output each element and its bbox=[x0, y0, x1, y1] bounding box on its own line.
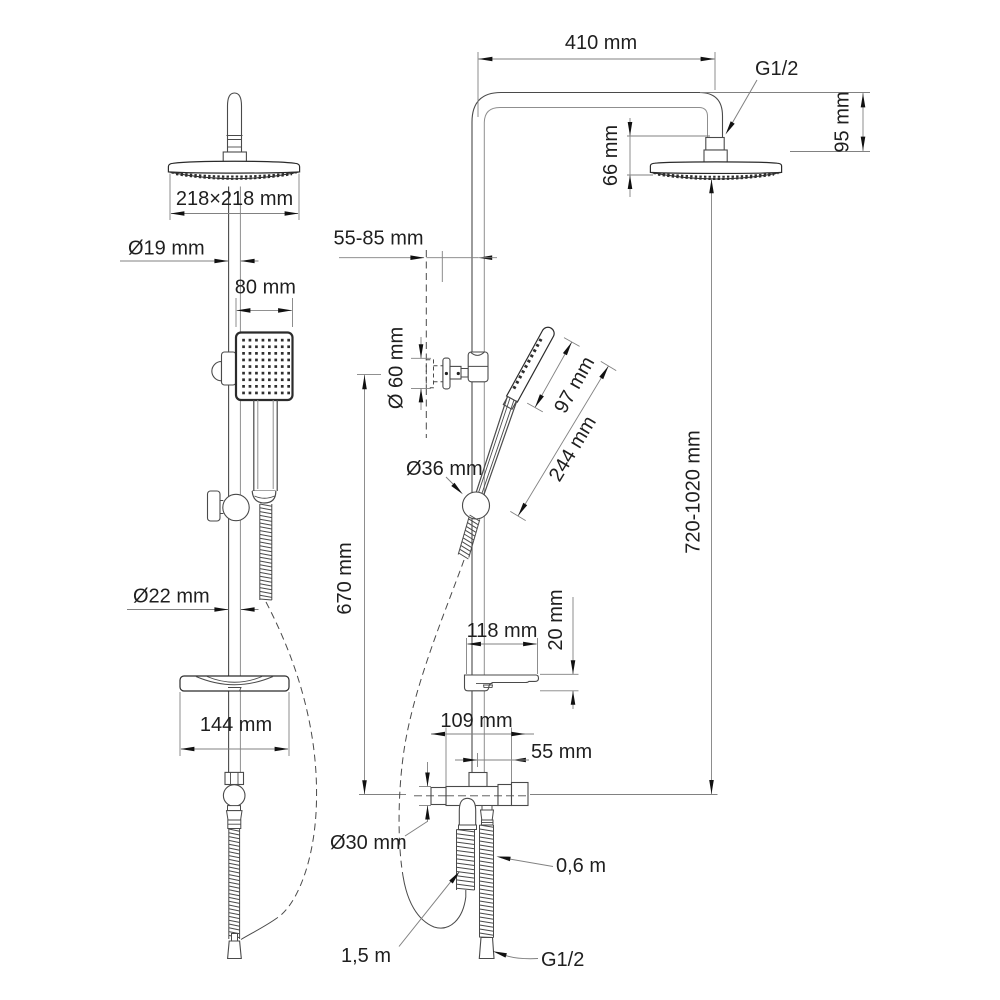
svg-text:670 mm: 670 mm bbox=[334, 542, 356, 614]
svg-text:80 mm: 80 mm bbox=[235, 277, 296, 299]
svg-text:109 mm: 109 mm bbox=[440, 710, 512, 732]
svg-text:Ø 60 mm: Ø 60 mm bbox=[386, 327, 408, 409]
svg-text:720-1020 mm: 720-1020 mm bbox=[683, 430, 705, 553]
svg-text:55-85 mm: 55-85 mm bbox=[333, 228, 423, 250]
svg-text:410 mm: 410 mm bbox=[565, 32, 637, 54]
svg-text:95 mm: 95 mm bbox=[832, 91, 854, 152]
svg-text:Ø36 mm: Ø36 mm bbox=[406, 458, 483, 480]
svg-text:G1/2: G1/2 bbox=[541, 949, 584, 971]
svg-text:55 mm: 55 mm bbox=[531, 741, 592, 763]
svg-text:66 mm: 66 mm bbox=[600, 125, 622, 186]
svg-text:Ø30 mm: Ø30 mm bbox=[330, 832, 407, 854]
svg-text:0,6 m: 0,6 m bbox=[556, 855, 606, 877]
svg-text:Ø22 mm: Ø22 mm bbox=[133, 586, 210, 608]
svg-text:1,5 m: 1,5 m bbox=[341, 945, 391, 967]
svg-text:218×218 mm: 218×218 mm bbox=[176, 188, 293, 210]
svg-text:144 mm: 144 mm bbox=[200, 714, 272, 736]
svg-text:118 mm: 118 mm bbox=[467, 620, 538, 642]
svg-text:G1/2: G1/2 bbox=[755, 58, 798, 80]
svg-text:Ø19 mm: Ø19 mm bbox=[128, 238, 205, 260]
svg-text:20 mm: 20 mm bbox=[545, 589, 567, 650]
